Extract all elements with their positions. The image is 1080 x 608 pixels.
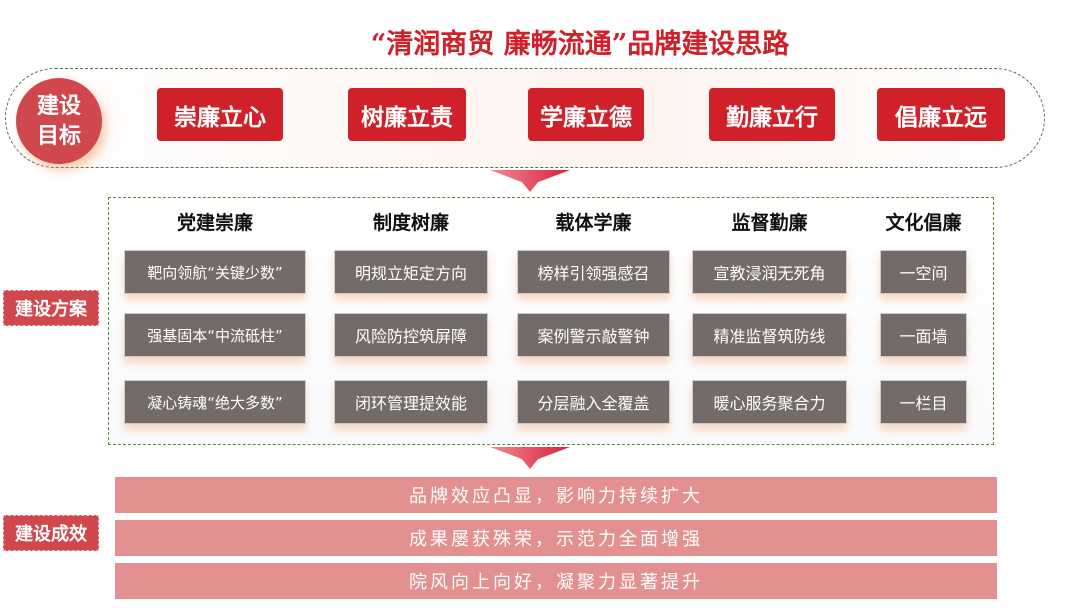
plan-item: 精准监督筑防线	[692, 313, 847, 357]
plan-column-title: 载体学廉	[555, 212, 632, 234]
plan-item: 明规立矩定方向	[334, 250, 488, 294]
goals-label-line1: 建设	[36, 93, 81, 119]
goal-item: 崇廉立心	[157, 88, 283, 141]
plan-item: 一面墙	[880, 313, 967, 357]
plan-label: 建设方案	[3, 290, 99, 326]
plan-column-title: 监督勤廉	[731, 212, 808, 234]
plan-item: 宣教浸润无死角	[692, 250, 847, 294]
goals-label: 建设目标	[16, 78, 102, 164]
plan-item: 分层融入全覆盖	[517, 380, 670, 424]
result-bar: 院风向上向好，凝聚力显著提升	[115, 563, 997, 599]
plan-item: 靶向领航“关键少数”	[124, 250, 306, 294]
result-bar: 品牌效应凸显，影响力持续扩大	[115, 477, 997, 513]
plan-column-title: 制度树廉	[372, 212, 449, 234]
down-arrow-icon	[490, 447, 570, 469]
plan-item: 闭环管理提效能	[334, 380, 488, 424]
down-arrow-icon	[490, 170, 570, 192]
plan-item: 强基固本“中流砥柱”	[124, 313, 306, 357]
plan-item: 风险防控筑屏障	[334, 313, 488, 357]
plan-item: 案例警示敲警钟	[517, 313, 670, 357]
plan-item: 凝心铸魂“绝大多数”	[124, 380, 306, 424]
goal-item: 勤廉立行	[709, 88, 835, 141]
plan-item: 一空间	[880, 250, 967, 294]
plan-column-title: 文化倡廉	[885, 212, 962, 234]
plan-item: 榜样引领强感召	[517, 250, 670, 294]
result-bar: 成果屡获殊荣，示范力全面增强	[115, 520, 997, 556]
goal-item: 学廉立德	[528, 88, 644, 141]
plan-item: 暖心服务聚合力	[692, 380, 847, 424]
goal-item: 树廉立责	[348, 88, 466, 141]
goal-item: 倡廉立远	[877, 88, 1005, 141]
page-title: “清润商贸 廉畅流通”品牌建设思路	[370, 29, 790, 60]
results-label: 建设成效	[3, 515, 99, 551]
plan-column-title: 党建崇廉	[176, 212, 253, 234]
plan-item: 一栏目	[880, 380, 967, 424]
goals-label-line2: 目标	[36, 123, 81, 149]
